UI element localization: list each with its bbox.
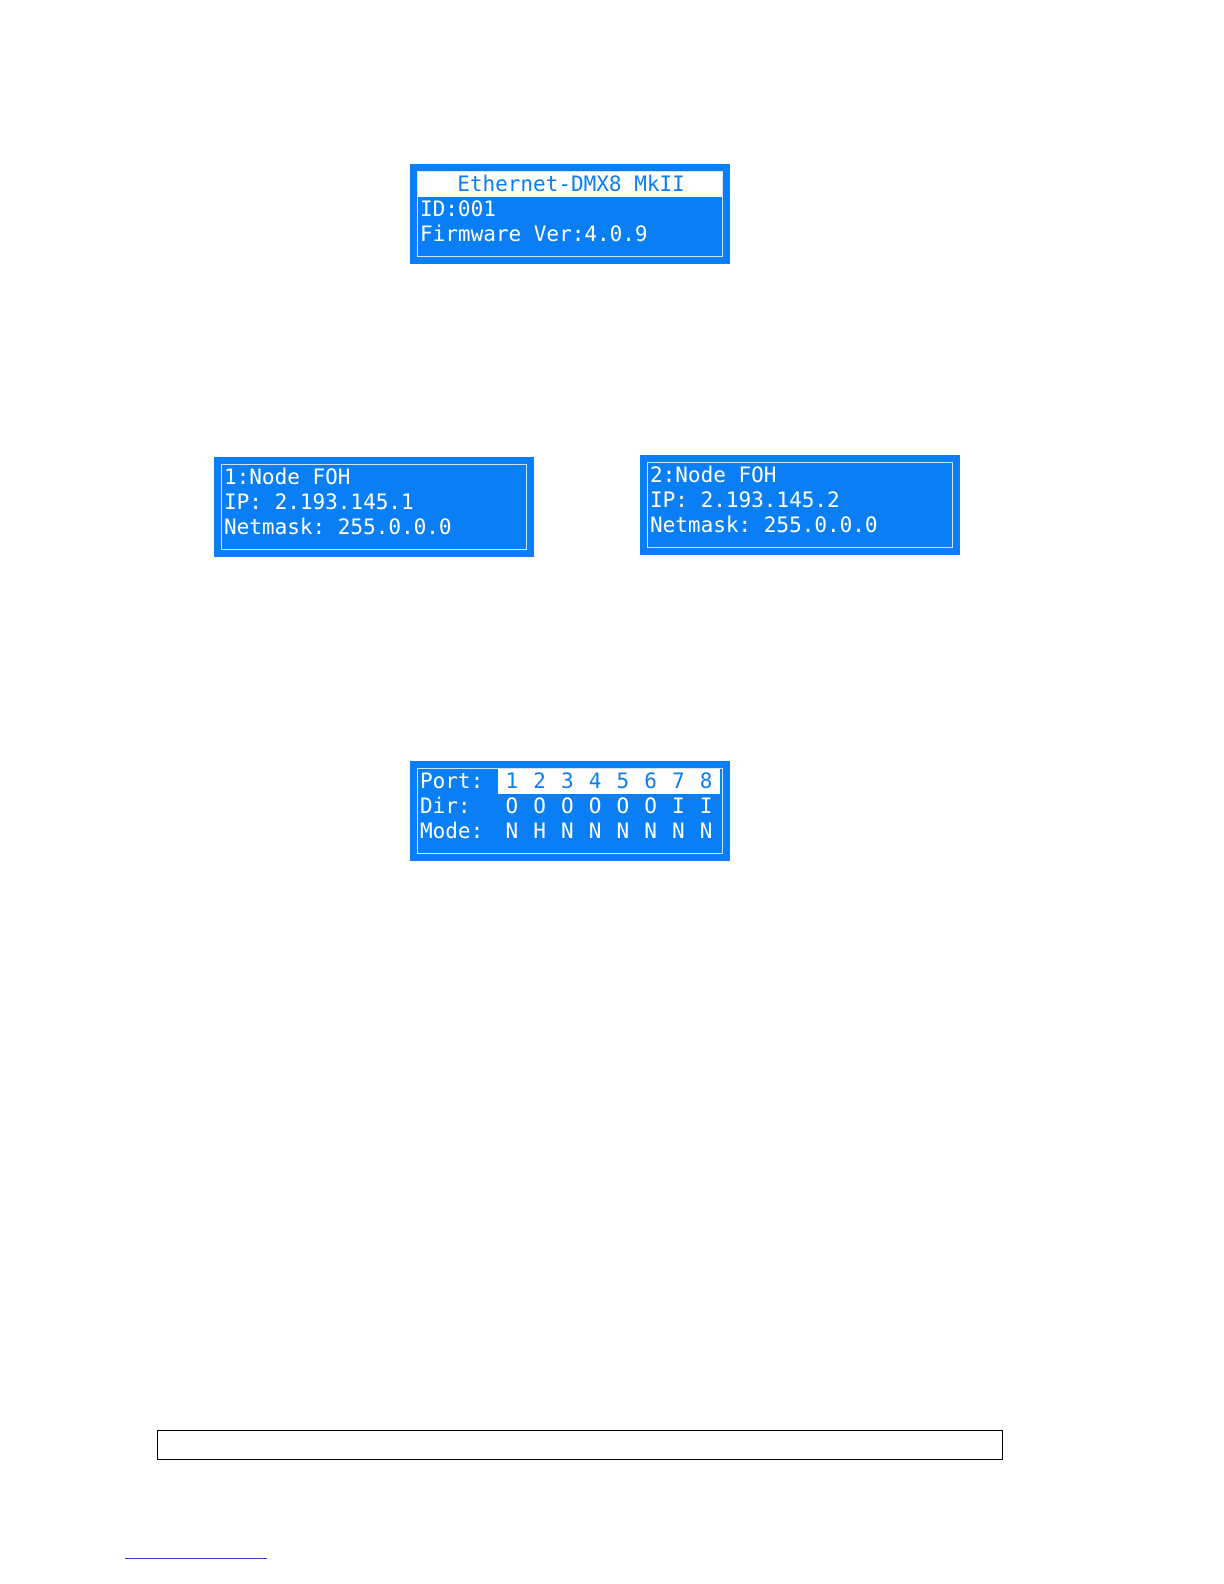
port-direction: O [526,794,554,819]
port-mode: N [554,819,582,844]
port-number: 7 [665,769,693,794]
footer-box [157,1430,1003,1460]
port-direction-row: Dir: O O O O O O I I [418,794,722,819]
device-info-display-frame: Ethernet-DMX8 MkII ID:001 Firmware Ver:4… [417,171,723,257]
node-1-ip-line: IP: 2.193.145.1 [222,490,526,515]
port-number: 5 [609,769,637,794]
port-mode: N [498,819,526,844]
port-label: Port: [420,769,498,794]
port-status-display: Port: 1 2 3 4 5 6 7 8 Dir: O O O O O O I [410,761,730,861]
port-number: 6 [637,769,665,794]
port-mode: N [609,819,637,844]
node-2-netmask-line: Netmask: 255.0.0.0 [648,513,952,538]
port-number-row: Port: 1 2 3 4 5 6 7 8 [418,769,722,794]
port-direction: I [665,794,693,819]
port-direction: I [692,794,720,819]
node-1-netmask-line: Netmask: 255.0.0.0 [222,515,526,540]
port-direction-cells: O O O O O O I I [498,794,720,819]
port-number: 3 [554,769,582,794]
port-number-cells: 1 2 3 4 5 6 7 8 [498,769,720,794]
direction-label: Dir: [420,794,498,819]
port-mode: N [637,819,665,844]
node-2-display-frame: 2:Node FOH IP: 2.193.145.2 Netmask: 255.… [647,462,953,548]
device-model-title: Ethernet-DMX8 MkII [418,172,722,197]
port-direction: O [637,794,665,819]
port-mode: N [665,819,693,844]
node-1-display-frame: 1:Node FOH IP: 2.193.145.1 Netmask: 255.… [221,464,527,550]
node-1-name-line: 1:Node FOH [222,465,526,490]
port-number: 4 [581,769,609,794]
port-mode-cells: N H N N N N N N [498,819,720,844]
footnote-rule [125,1558,267,1559]
port-mode: H [526,819,554,844]
port-number: 2 [526,769,554,794]
device-id-line: ID:001 [418,197,722,222]
node-2-ip-line: IP: 2.193.145.2 [648,488,952,513]
node-2-name-line: 2:Node FOH [648,463,952,488]
port-direction: O [581,794,609,819]
port-mode: N [692,819,720,844]
port-status-display-frame: Port: 1 2 3 4 5 6 7 8 Dir: O O O O O O I [417,768,723,854]
node-1-display: 1:Node FOH IP: 2.193.145.1 Netmask: 255.… [214,457,534,557]
device-info-display: Ethernet-DMX8 MkII ID:001 Firmware Ver:4… [410,164,730,264]
firmware-version-line: Firmware Ver:4.0.9 [418,222,722,247]
port-direction: O [498,794,526,819]
port-mode-row: Mode: N H N N N N N N [418,819,722,844]
port-direction: O [554,794,582,819]
port-number: 8 [692,769,720,794]
port-direction: O [609,794,637,819]
port-mode: N [581,819,609,844]
port-number: 1 [498,769,526,794]
node-2-display: 2:Node FOH IP: 2.193.145.2 Netmask: 255.… [640,455,960,555]
mode-label: Mode: [420,819,498,844]
